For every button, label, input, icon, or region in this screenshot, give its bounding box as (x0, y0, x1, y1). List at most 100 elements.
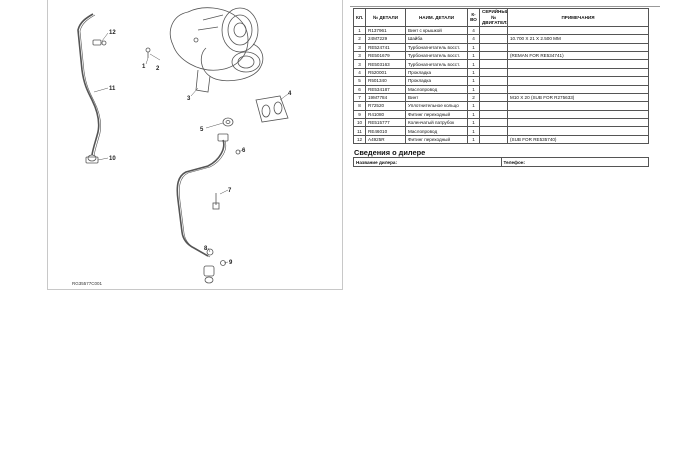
header-part-name: НАИМ. ДЕТАЛИ (405, 8, 468, 27)
header-key: КЛ. (353, 8, 366, 27)
callout-1: 1 (142, 64, 146, 70)
cell-part-name: Фитинг переходный (405, 109, 468, 120)
turbocharger-drawing (145, 7, 264, 93)
cell-key: 5 (353, 76, 366, 86)
cell-part-name: Фитинг переходный (405, 134, 468, 145)
callout-6: 6 (242, 148, 246, 154)
cell-quantity: 1 (467, 59, 480, 69)
cell-part-name: Турбонагнетатель восст. (405, 42, 468, 52)
cell-serial-number (479, 25, 508, 36)
bolt-7-drawing (212, 193, 220, 210)
callout-8: 8 (204, 246, 208, 252)
callout-12: 12 (109, 30, 116, 36)
cell-serial-number (479, 134, 508, 145)
cell-part-number: RE524741 (365, 42, 406, 52)
cell-part-name: Турбонагнетатель восст. (405, 59, 468, 69)
cell-key: 10 (353, 118, 366, 128)
cell-key: 2 (353, 34, 366, 44)
cell-key: 7 (353, 92, 366, 103)
cell-serial-number (479, 126, 508, 136)
cell-notes: (REMAN FOR RE534741) (507, 50, 649, 61)
cell-quantity: 4 (467, 34, 480, 44)
cell-part-number: 24M7229 (365, 34, 406, 44)
cell-part-number: R137961 (365, 25, 406, 36)
cell-part-number: RE501679 (365, 50, 406, 61)
callout-4: 4 (288, 91, 292, 97)
gasket-4-drawing (255, 95, 289, 123)
cell-key: 11 (353, 126, 366, 136)
cell-serial-number (479, 34, 508, 44)
cell-quantity: 1 (467, 42, 480, 52)
cell-notes (507, 109, 649, 120)
cell-part-name: Прокладка (405, 76, 468, 86)
header-serial-number: СЕРИЙНЫЙ № ДВИГАТЕЛЯ (479, 8, 508, 27)
cell-key: 3 (353, 59, 366, 69)
cell-part-name: Маслопровод (405, 126, 468, 136)
cell-serial-number (479, 118, 508, 128)
cell-part-name: Винт с крышкой (405, 25, 468, 36)
fittings-drawing (203, 248, 226, 284)
cell-key: 4 (353, 67, 366, 78)
cell-quantity: 1 (467, 67, 480, 78)
cell-notes: 10.700 X 21 X 2.500 MM (507, 34, 649, 44)
cell-notes (507, 67, 649, 78)
callout-9: 9 (229, 260, 233, 266)
diagram-reference: RG35577C001 (72, 281, 103, 286)
cell-notes: (SUB FOR RE535740) (507, 134, 649, 145)
gasket-5-drawing (222, 117, 234, 127)
cell-part-name: Прокладка (405, 67, 468, 78)
cell-part-number: R501340 (365, 76, 406, 86)
cell-notes (507, 42, 649, 52)
cell-part-number: R41080 (365, 109, 406, 120)
cell-serial-number (479, 92, 508, 103)
cell-serial-number (479, 101, 508, 111)
cell-quantity: 1 (467, 134, 480, 145)
callout-10: 10 (109, 156, 116, 162)
cell-serial-number (479, 67, 508, 78)
cell-serial-number (479, 84, 508, 94)
cell-key: 9 (353, 109, 366, 120)
cell-quantity: 2 (467, 92, 480, 103)
cell-part-number: R520001 (365, 67, 406, 78)
cell-serial-number (479, 76, 508, 86)
callout-7: 7 (228, 188, 232, 194)
cell-key: 3 (353, 50, 366, 61)
cell-part-number: RE515777 (365, 118, 406, 128)
cell-part-name: Коленчатый патрубок (405, 118, 468, 128)
cell-part-number: A4925R (365, 134, 406, 145)
cell-quantity: 1 (467, 118, 480, 128)
cell-notes (507, 126, 649, 136)
oil-line-11-drawing (77, 13, 107, 164)
cell-part-name: Винт (405, 92, 468, 103)
cell-serial-number (479, 50, 508, 61)
cell-notes (507, 25, 649, 36)
cell-quantity: 1 (467, 50, 480, 61)
cell-quantity: 4 (467, 25, 480, 36)
cell-key: 3 (353, 42, 366, 52)
cell-key: 12 (353, 134, 366, 145)
parts-table-header: КЛ. № ДЕТАЛИ НАИМ. ДЕТАЛИ К-ВО СЕРИЙНЫЙ … (353, 8, 649, 27)
cell-serial-number (479, 42, 508, 52)
header-quantity: К-ВО (467, 8, 480, 27)
callout-5: 5 (200, 127, 204, 133)
header-strip (350, 0, 660, 7)
turbocharger-exploded-view: 12 11 10 1 2 3 4 5 6 7 8 9 (77, 7, 292, 284)
dealer-info-title: Сведения о дилере (354, 148, 426, 157)
cell-notes (507, 101, 649, 111)
dealer-phone-label: Телефон: (500, 157, 649, 167)
dealer-info-table: Название дилера: Телефон: (353, 157, 649, 167)
cell-notes (507, 118, 649, 128)
cell-notes (507, 76, 649, 86)
cell-quantity: 1 (467, 101, 480, 111)
